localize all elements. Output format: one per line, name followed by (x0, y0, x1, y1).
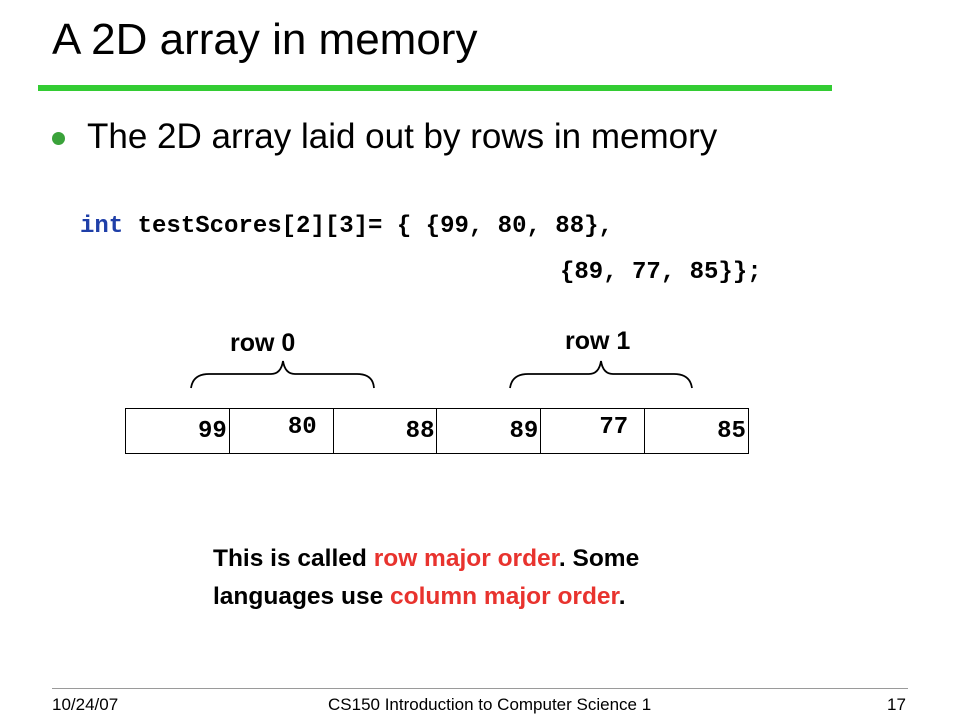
memory-cell: 99 (126, 409, 230, 453)
memory-cell-value: 88 (405, 418, 435, 445)
footer-course: CS150 Introduction to Computer Science 1 (328, 695, 652, 714)
footer-date: 10/24/07 (52, 695, 119, 714)
title-underline (38, 85, 832, 91)
highlight-row-major: row major order (373, 545, 559, 572)
explanation-note: This is called row major order. Some lan… (213, 540, 639, 616)
memory-cell: 89 (437, 409, 542, 453)
memory-cell-value: 85 (717, 418, 746, 445)
bullet-point: The 2D array laid out by rows in memory (52, 114, 717, 160)
row-0-label: row 0 (230, 329, 296, 357)
note-text: . (618, 583, 626, 610)
note-text: languages use (213, 583, 391, 610)
memory-cell: 80 (230, 409, 334, 453)
memory-cell: 85 (645, 409, 748, 453)
code-keyword: int (80, 213, 124, 240)
note-line-2: languages use column major order. (213, 578, 639, 616)
memory-cell: 77 (541, 409, 646, 453)
memory-cell-value: 89 (509, 418, 539, 445)
row-1-brace (509, 360, 693, 389)
note-line-1: This is called row major order. Some (213, 540, 639, 578)
memory-cell: 88 (334, 409, 438, 453)
code-line-1: int testScores[2][3]= { {99, 80, 88}, (80, 212, 613, 242)
bullet-dot-icon (52, 131, 65, 145)
row-1-label: row 1 (565, 327, 631, 355)
memory-cell-value: 99 (198, 418, 227, 445)
highlight-column-major: column major order (390, 583, 619, 610)
code-line-1-text: testScores[2][3]= { {99, 80, 88}, (123, 213, 613, 240)
row-0-brace (190, 360, 375, 389)
slide-title: A 2D array in memory (52, 15, 478, 64)
bullet-text: The 2D array laid out by rows in memory (87, 117, 718, 156)
footer-divider (52, 688, 908, 689)
code-line-2: {89, 77, 85}}; (560, 259, 762, 286)
note-text: . Some (558, 545, 640, 572)
memory-cell-value: 80 (287, 414, 317, 441)
memory-layout: 99 80 88 89 77 85 (125, 408, 749, 454)
memory-cell-value: 77 (599, 414, 629, 441)
note-text: This is called (213, 545, 374, 572)
page-number: 17 (887, 695, 906, 714)
